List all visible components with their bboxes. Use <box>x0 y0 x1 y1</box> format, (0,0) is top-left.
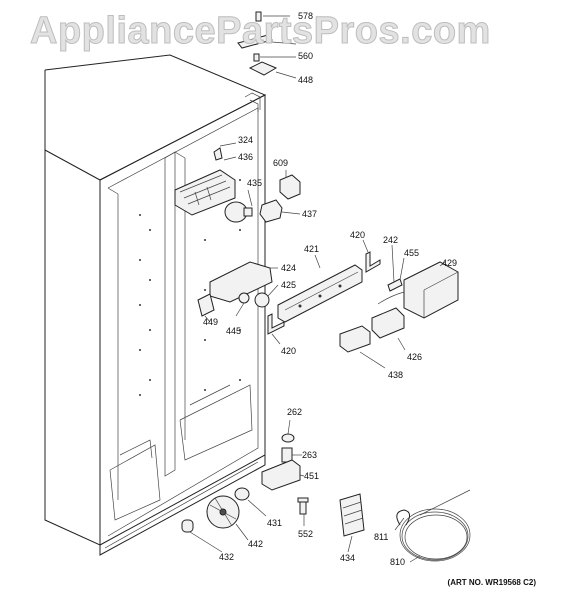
damper-assembly <box>181 487 267 553</box>
callout-449: 449 <box>203 317 219 327</box>
lower-hinge-parts <box>261 419 305 491</box>
callout-425: 425 <box>281 280 297 290</box>
control-housing <box>267 239 381 345</box>
callout-432: 432 <box>219 552 235 562</box>
callout-438: 438 <box>388 370 404 380</box>
callout-426: 426 <box>407 352 423 362</box>
callout-431: 431 <box>267 518 283 528</box>
cabinet-outline <box>44 54 267 556</box>
wire-harness <box>394 489 471 563</box>
callout-560: 560 <box>298 51 314 61</box>
callout-448: 448 <box>298 75 314 85</box>
callout-442: 442 <box>248 539 264 549</box>
screw-552 <box>297 497 309 526</box>
callout-420-bottom: 420 <box>281 346 297 356</box>
callout-435: 435 <box>247 178 263 188</box>
light-housing-assembly <box>174 142 253 223</box>
control-assembly <box>197 261 279 323</box>
callout-324: 324 <box>238 135 254 145</box>
callout-578: 578 <box>298 11 314 21</box>
callout-429: 429 <box>442 258 458 268</box>
callout-436: 436 <box>238 152 254 162</box>
callout-609: 609 <box>273 158 289 168</box>
callout-242: 242 <box>383 235 399 245</box>
art-number: (ART NO. WR19568 C2) <box>447 578 536 587</box>
filter-434 <box>339 493 365 553</box>
callout-263: 263 <box>302 450 318 460</box>
callout-445: 445 <box>226 326 242 336</box>
callout-424: 424 <box>281 263 297 273</box>
switch-parts <box>259 170 301 223</box>
switch-housing-assembly <box>339 244 459 369</box>
callout-455: 455 <box>404 248 420 258</box>
callout-451: 451 <box>304 471 320 481</box>
callout-421: 421 <box>304 244 320 254</box>
callout-437: 437 <box>302 209 318 219</box>
callout-810: 810 <box>390 557 406 567</box>
top-hinge-parts <box>237 11 297 79</box>
callout-262: 262 <box>287 407 303 417</box>
callout-420-top: 420 <box>350 230 366 240</box>
callout-552: 552 <box>298 529 314 539</box>
callout-434: 434 <box>340 553 356 563</box>
callout-811: 811 <box>374 532 389 542</box>
